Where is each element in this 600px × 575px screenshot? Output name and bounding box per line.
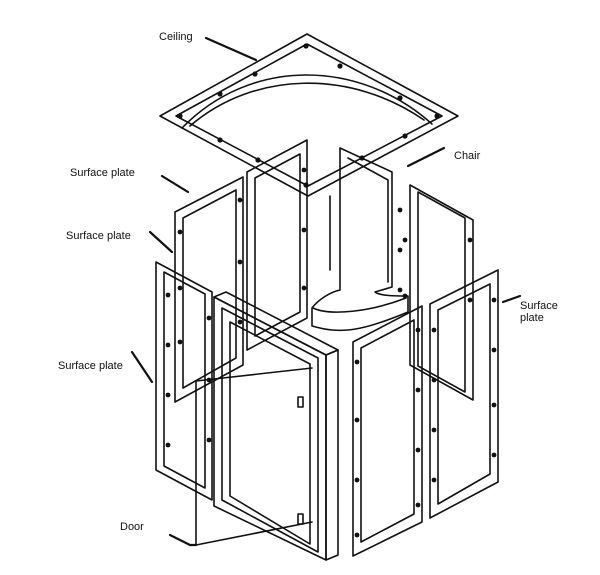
label-door: Door <box>120 521 144 533</box>
surface-plate-front-left <box>155 261 213 501</box>
chair <box>311 147 409 332</box>
label-surface-plate-lower: Surface plate <box>58 360 123 372</box>
label-ceiling: Ceiling <box>159 31 193 43</box>
surface-plate-right <box>429 269 499 519</box>
ceiling-bolts <box>177 43 440 188</box>
label-surface-plate-middle: Surface plate <box>66 230 131 242</box>
surface-plate-front-center <box>352 305 423 557</box>
ceiling-panel <box>159 33 459 197</box>
label-surface-plate-right-line2: plate <box>520 312 544 324</box>
label-surface-plate-right-line1: Surface <box>520 300 558 312</box>
door <box>213 291 339 561</box>
label-surface-plate-top: Surface plate <box>70 167 135 179</box>
labels: Ceiling Chair Surface plate Surface plat… <box>58 31 558 533</box>
surface-plate-middle-left <box>174 176 244 403</box>
leader-lines <box>130 36 522 547</box>
back-left-panel <box>246 139 308 351</box>
label-chair: Chair <box>454 150 481 162</box>
